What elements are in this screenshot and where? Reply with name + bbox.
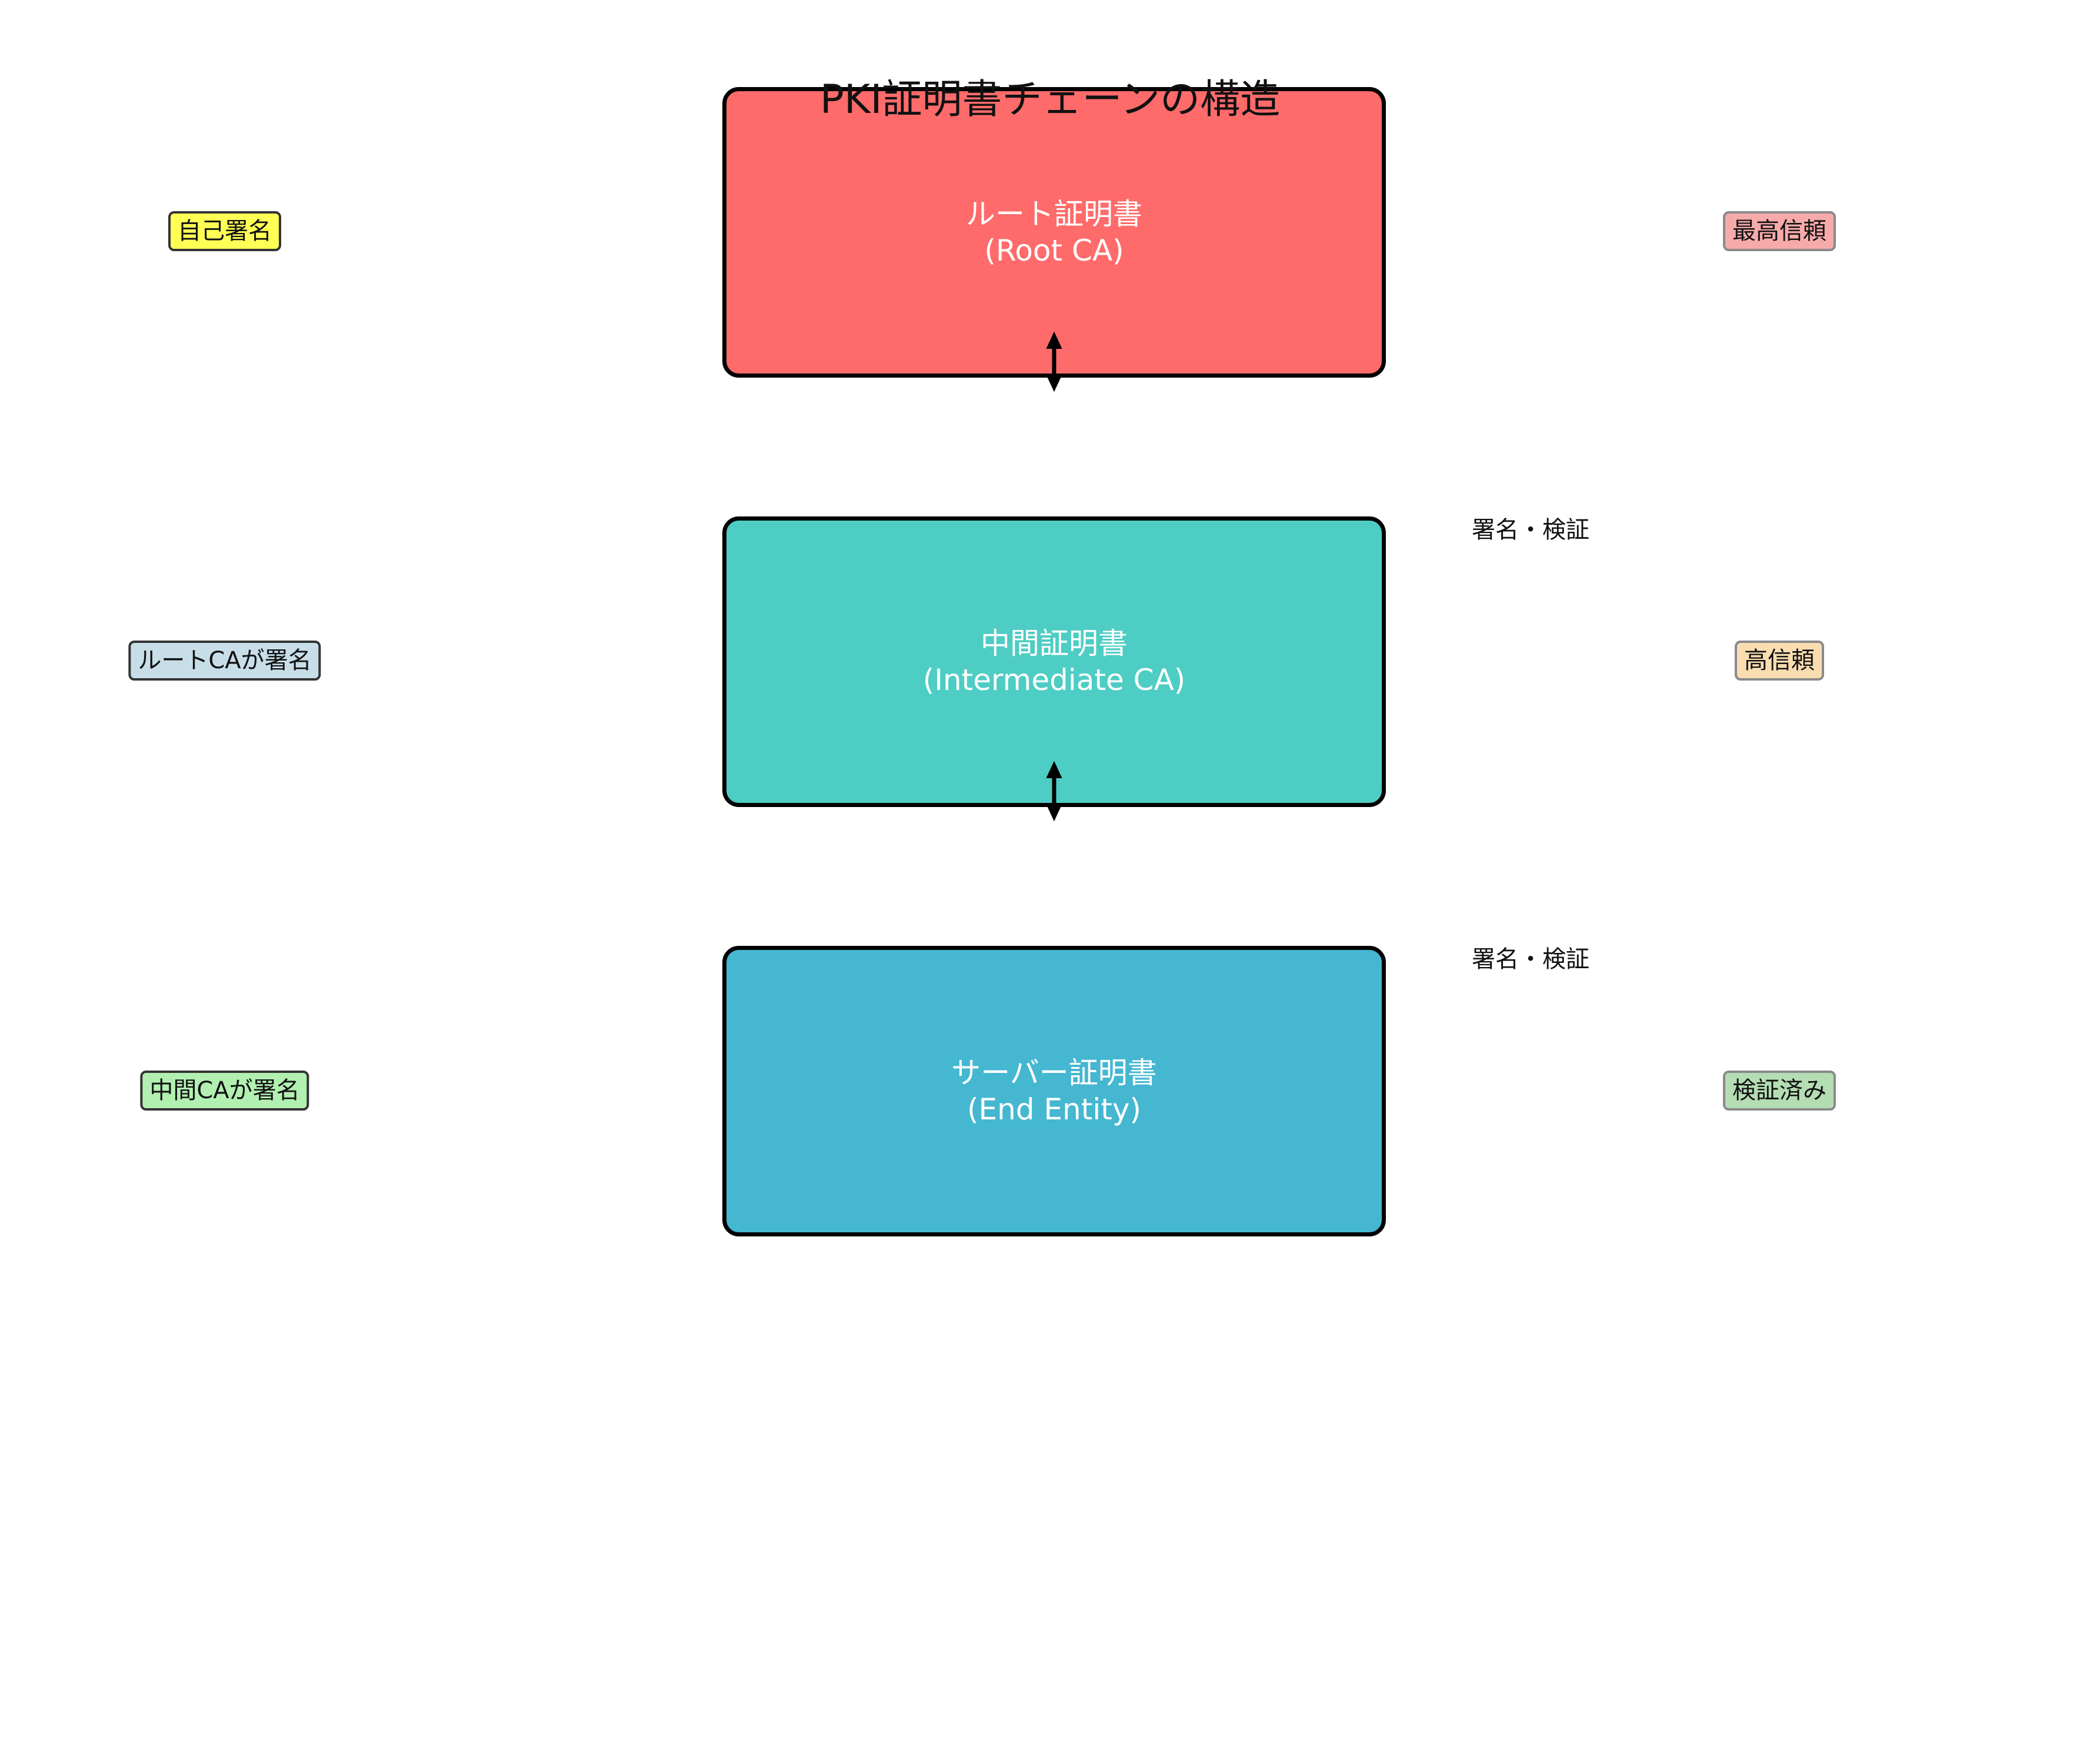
highest-trust-tag: 最高信頼 [1723, 211, 1836, 251]
end-entity-name: サーバー証明書 [951, 1056, 1157, 1090]
root-ca-box: ルート証明書 (Root CA) [722, 87, 1386, 378]
end-entity-box: サーバー証明書 (End Entity) [722, 946, 1386, 1236]
diagram-title: PKI証明書チェーンの構造 [819, 76, 1281, 123]
end-entity-subtitle: (End Entity) [967, 1092, 1141, 1126]
sign-verify-label-intermediate-end: 署名・検証 [1472, 946, 1589, 973]
intermediate-ca-name: 中間証明書 [981, 626, 1128, 661]
sign-verify-label-root-intermediate: 署名・検証 [1472, 516, 1589, 544]
root-signed-tag: ルートCAが署名 [128, 641, 321, 681]
root-ca-name: ルート証明書 [966, 197, 1142, 231]
verified-tag: 検証済み [1723, 1071, 1836, 1111]
high-trust-tag: 高信頼 [1735, 641, 1824, 681]
root-ca-subtitle: (Root CA) [984, 234, 1124, 268]
intermediate-signed-tag: 中間CAが署名 [140, 1071, 309, 1111]
self-signed-tag: 自己署名 [168, 211, 281, 251]
intermediate-ca-box: 中間証明書 (Intermediate CA) [722, 516, 1386, 807]
intermediate-ca-subtitle: (Intermediate CA) [922, 663, 1186, 697]
